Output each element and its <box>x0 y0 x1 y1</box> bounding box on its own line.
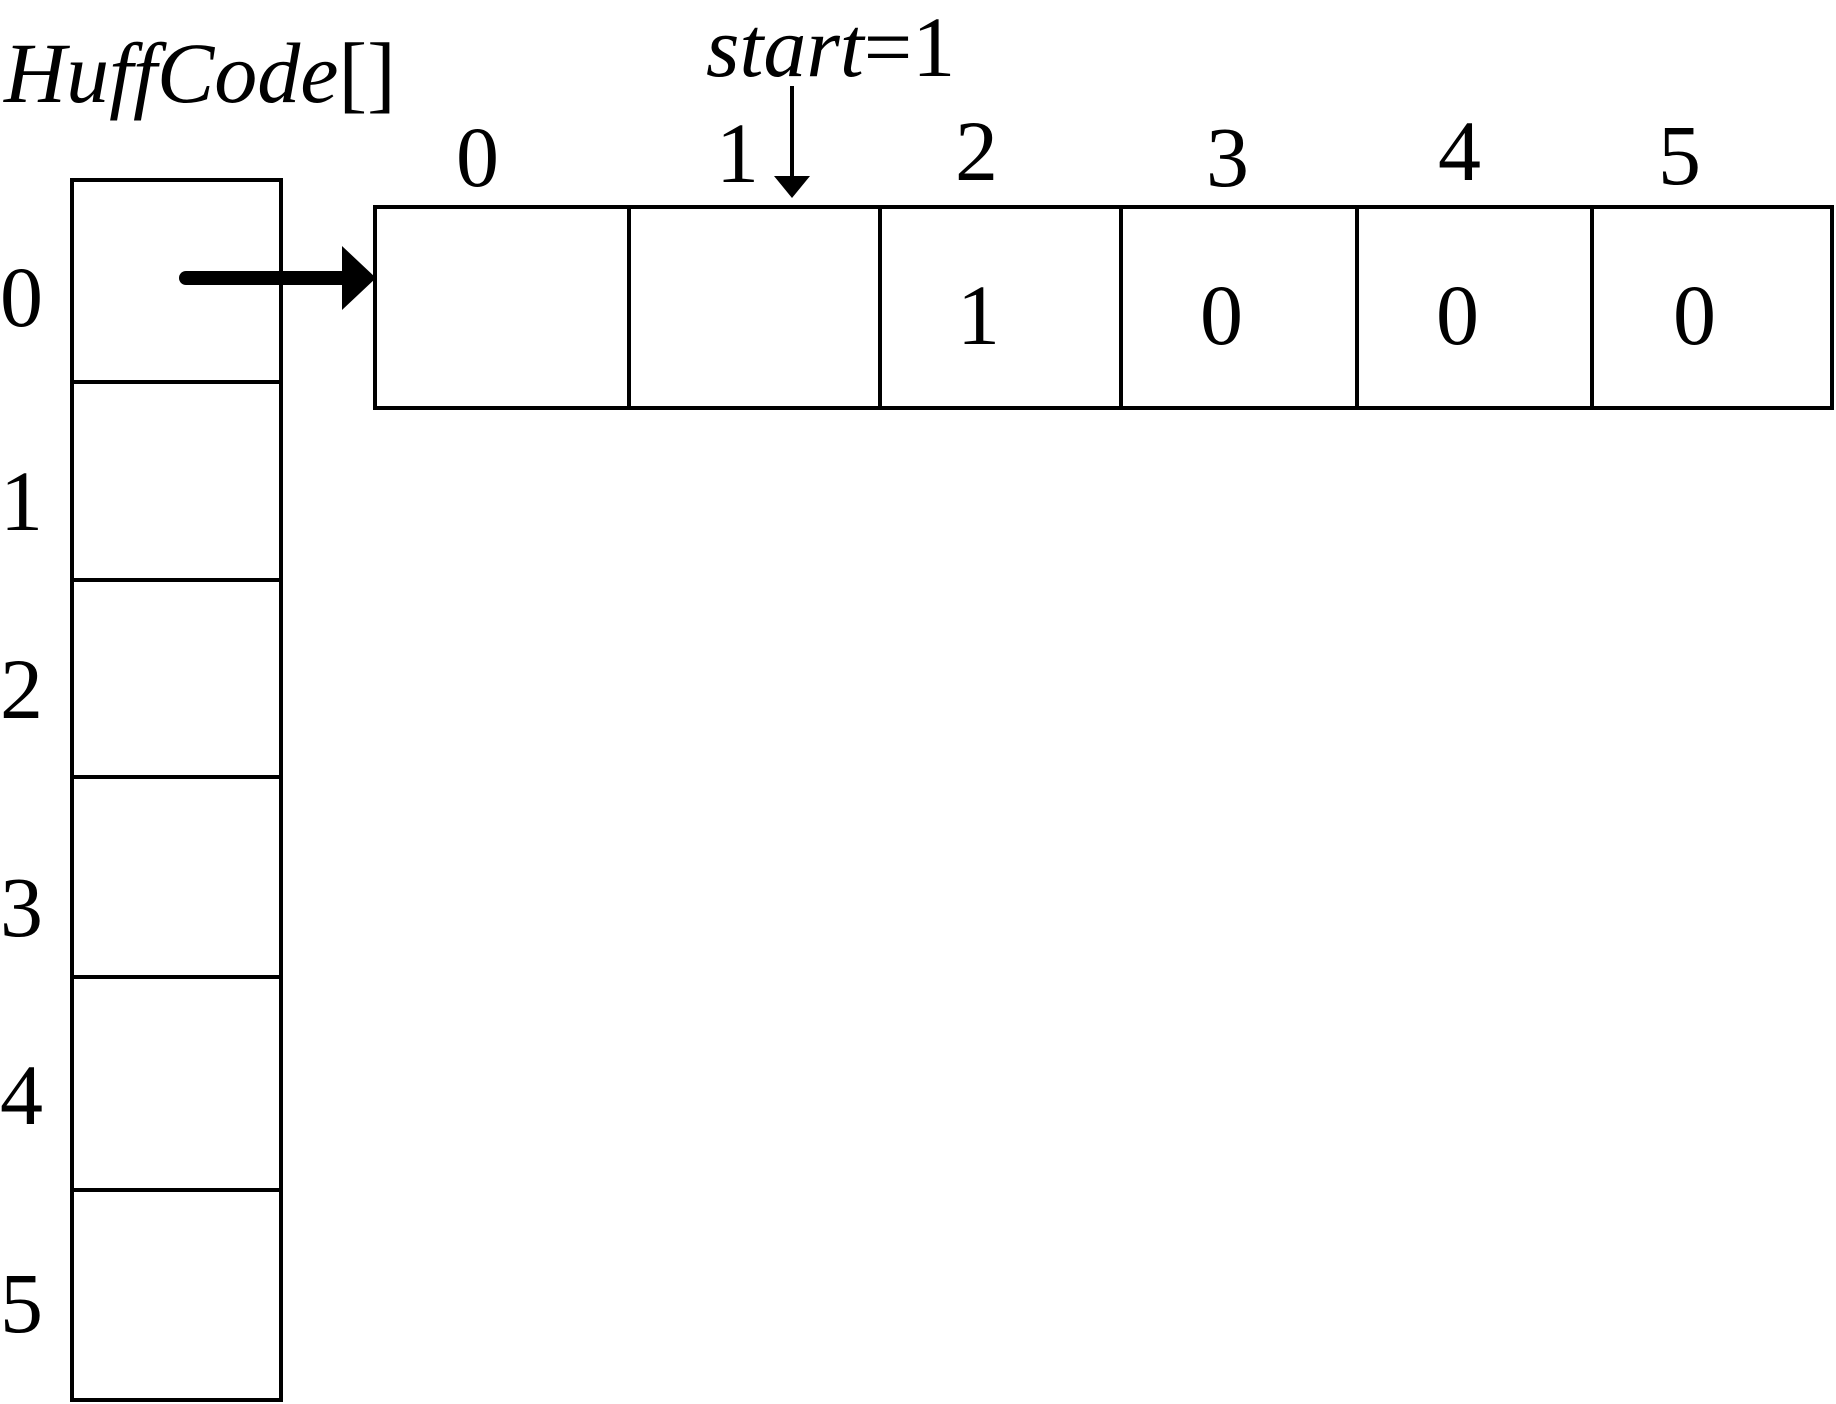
code-column-index: 4 <box>1438 103 1481 199</box>
huffcode-row-index: 5 <box>0 1255 43 1351</box>
huffcode-row-index: 4 <box>0 1047 43 1143</box>
code-column-index: 3 <box>1206 109 1249 205</box>
title-name: HuffCode <box>3 25 338 121</box>
huffcode-row-index: 2 <box>0 641 43 737</box>
pointer-arrow <box>179 246 376 310</box>
start-label: start=1 <box>706 0 955 95</box>
code-cell-value: 1 <box>957 267 1000 363</box>
huffcode-array: 0 1 2 3 4 5 <box>0 178 283 1402</box>
code-cell-value: 0 <box>1673 267 1716 363</box>
code-array: 0 1 2 3 4 5 1 0 0 0 <box>373 103 1834 410</box>
code-cell-value: 0 <box>1200 267 1243 363</box>
start-label-name: start <box>706 0 866 95</box>
huffcode-row-index: 1 <box>0 453 43 549</box>
diagram-title: HuffCode[] <box>3 25 396 121</box>
code-array-outline <box>373 205 1834 410</box>
code-column-index: 1 <box>716 105 759 201</box>
start-pointer-arrow <box>774 86 810 198</box>
code-column-index: 5 <box>1658 107 1701 203</box>
huffcode-array-outline <box>70 178 283 1402</box>
code-column-index: 2 <box>955 103 998 199</box>
huffcode-row-index: 0 <box>0 249 43 345</box>
start-label-value: =1 <box>864 0 956 95</box>
title-brackets: [] <box>338 25 395 121</box>
code-cell-value: 0 <box>1436 267 1479 363</box>
huffcode-row-index: 3 <box>0 859 43 955</box>
code-column-index: 0 <box>456 109 499 205</box>
